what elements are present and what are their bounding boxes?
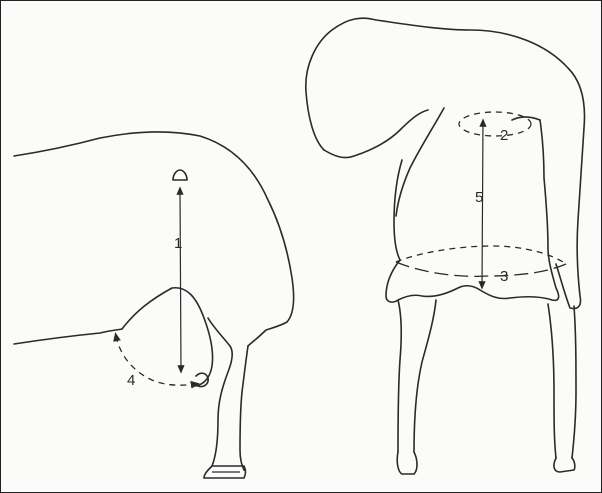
rear-view-left-thigh-fold bbox=[396, 108, 444, 216]
rear-view-right-thigh-fold bbox=[512, 117, 540, 120]
side-view-belly-outline bbox=[14, 329, 122, 344]
side-view-udder-outline bbox=[122, 288, 213, 386]
rear-view-left-edge bbox=[324, 110, 428, 158]
label-1: 1 bbox=[174, 235, 182, 252]
label-2: 2 bbox=[500, 127, 508, 144]
rear-view-body-outline bbox=[306, 18, 585, 308]
rear-view-animal bbox=[306, 18, 585, 474]
measurement-3-front-arc bbox=[396, 262, 566, 276]
side-view-back-outline bbox=[14, 132, 294, 346]
side-view-top-marker bbox=[173, 170, 187, 180]
label-4: 4 bbox=[127, 372, 135, 389]
measurement-3-back-arc bbox=[396, 246, 566, 264]
rear-view-left-leg bbox=[398, 300, 436, 452]
rear-view-right-hoof bbox=[554, 458, 575, 472]
rear-view-left-hoof bbox=[397, 452, 417, 474]
rear-view-right-leg bbox=[548, 304, 576, 458]
rear-view-udder-outline bbox=[386, 120, 559, 302]
label-5: 5 bbox=[475, 189, 483, 206]
side-view-hind-leg-rear bbox=[240, 346, 248, 470]
side-view-animal bbox=[14, 132, 294, 478]
measurement-1-arrow bbox=[180, 190, 181, 370]
label-3: 3 bbox=[500, 268, 508, 285]
measurement-2-ellipse bbox=[459, 112, 531, 136]
side-view-hind-leg-front bbox=[208, 318, 232, 466]
